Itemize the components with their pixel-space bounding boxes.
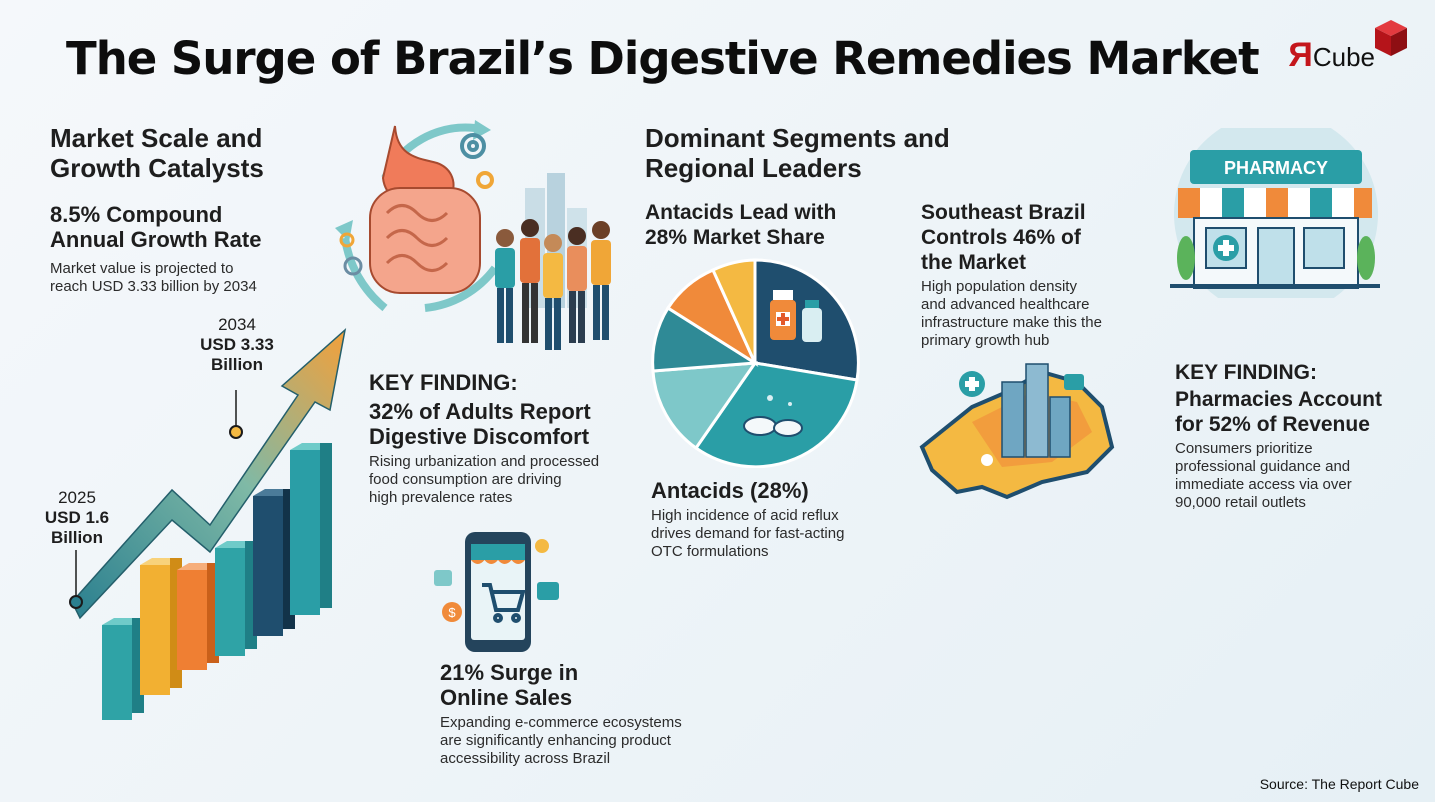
cagr-description: Market value is projected to reach USD 3… — [50, 260, 257, 295]
pill-bottle-icon — [770, 290, 822, 342]
southeast-block: Southeast Brazil Controls 46% of the Mar… — [921, 201, 1102, 349]
adults-headline-1: 32% of Adults Report — [369, 399, 591, 424]
pharmacy-sign: PHARMACY — [1224, 158, 1328, 178]
growth-arrow-icon — [69, 327, 347, 720]
key-finding-label: KEY FINDING: — [369, 370, 518, 395]
segments-heading: Dominant Segments and Regional Leaders — [645, 123, 950, 183]
page-title: The Surge of Brazil’s Digestive Remedies… — [66, 32, 1260, 85]
gear-icon — [460, 133, 486, 159]
cagr-headline: 8.5% Compound Annual Growth Rate — [50, 202, 262, 252]
people-group-icon — [495, 219, 611, 350]
pharmacy-block: KEY FINDING: Pharmacies Account for 52% … — [1175, 361, 1382, 511]
antacid-headline: Antacids Lead with 28% Market Share — [645, 201, 837, 249]
report-cube-logo: ЯCube — [1288, 20, 1407, 75]
key-finding-adults: KEY FINDING: 32% of Adults Report Digest… — [369, 370, 600, 506]
antacid-block: Antacids (28%) High incidence of acid re… — [651, 478, 845, 560]
tablets-icon — [743, 395, 803, 437]
brazil-map-icon — [919, 363, 1115, 500]
cube-logo-icon — [1375, 20, 1407, 56]
adults-headline-2: Digestive Discomfort — [369, 424, 590, 449]
end-value-label: 2034 USD 3.33 Billion — [200, 315, 274, 374]
market-scale-heading: Market Scale and Growth Catalysts — [50, 123, 264, 183]
smartphone-shop-icon: $ — [434, 532, 559, 652]
segment-pie — [651, 258, 860, 468]
pharmacy-store-icon: PHARMACY — [1170, 128, 1380, 298]
start-value-label: 2025 USD 1.6 Billion — [44, 488, 110, 547]
online-sales-block: 21% Surge in Online Sales Expanding e-co… — [440, 660, 682, 767]
digestive-system-icon — [335, 120, 611, 350]
svg-text:$: $ — [448, 605, 456, 620]
source-note: Source: The Report Cube — [1259, 776, 1419, 792]
cart-icon — [482, 583, 526, 623]
